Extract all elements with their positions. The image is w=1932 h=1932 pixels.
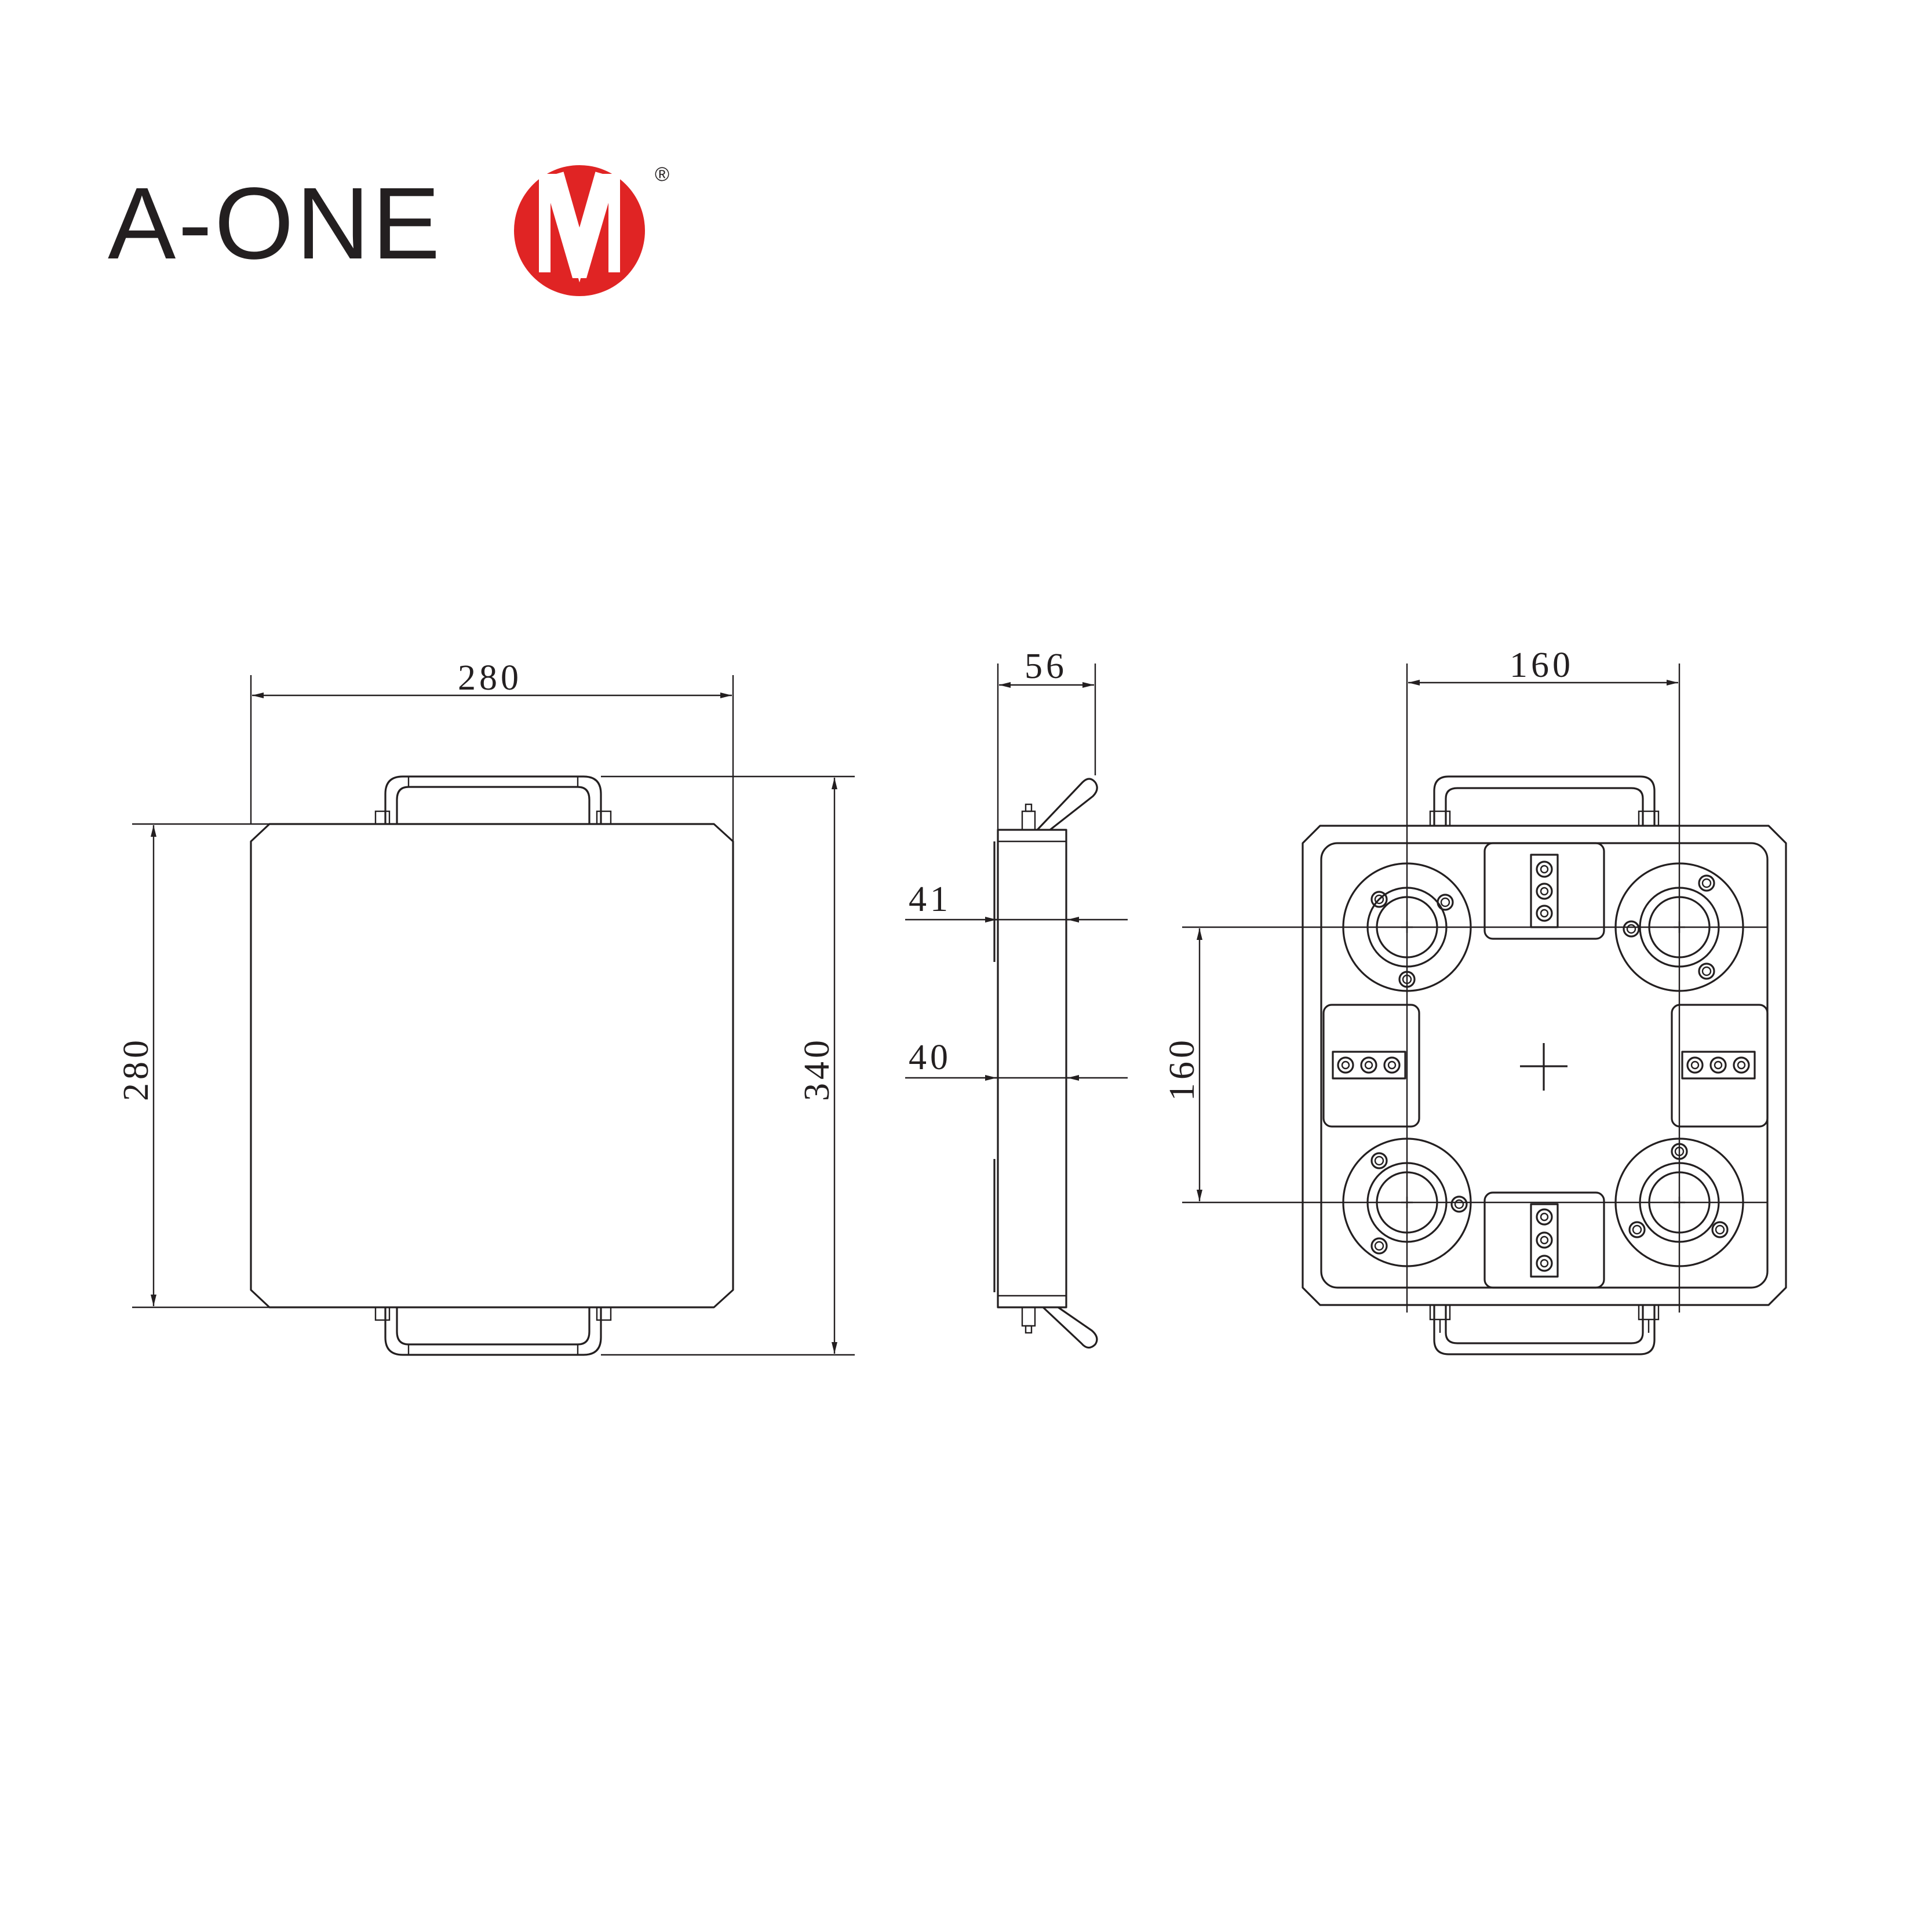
side-view: 56 41 40 [905, 647, 1128, 1349]
side-upper-dimension: 41 [905, 880, 1128, 923]
front-bottom-handle [374, 1306, 612, 1356]
side-upper-label: 41 [909, 880, 952, 919]
connector-bottom [1483, 1191, 1605, 1289]
front-top-handle [374, 775, 612, 825]
connector-left [1322, 1004, 1420, 1128]
side-depth-label: 56 [1025, 647, 1067, 686]
top-view-top-handle [1429, 775, 1660, 827]
front-overall-label: 340 [797, 1037, 837, 1101]
connector-right [1671, 1004, 1769, 1128]
front-plate-outline [250, 823, 734, 1308]
front-width-label: 280 [458, 658, 522, 698]
registered-mark: ® [655, 163, 669, 185]
front-view: 280 280 340 [116, 658, 855, 1356]
brand-header: A-ONE ® [108, 163, 669, 296]
top-view-bottom-handle [1429, 1304, 1660, 1355]
front-height-label: 280 [116, 1037, 156, 1101]
side-top-lever [1021, 778, 1098, 831]
brand-logo-icon [514, 165, 645, 296]
top-spacing-x-label: 160 [1510, 646, 1574, 685]
side-lower-dimension: 40 [905, 1038, 1128, 1081]
side-depth-dimension: 56 [997, 647, 1096, 830]
front-width-dimension: 280 [250, 658, 734, 841]
center-cross-mark [1520, 1043, 1568, 1091]
top-spacing-x-dimension: 160 [1408, 646, 1678, 686]
connector-top [1483, 842, 1605, 940]
top-spacing-y-dimension: 160 [1162, 928, 1202, 1201]
top-view: 160 160 [1162, 646, 1787, 1355]
top-spacing-y-label: 160 [1162, 1037, 1202, 1101]
side-plate-outline [997, 829, 1067, 1308]
side-lower-label: 40 [909, 1038, 952, 1077]
brand-name: A-ONE [108, 167, 442, 280]
front-overall-dimension: 340 [601, 775, 855, 1356]
top-plate-outer [1302, 825, 1787, 1306]
side-bottom-lever [1021, 1306, 1098, 1349]
front-height-dimension: 280 [116, 823, 269, 1308]
